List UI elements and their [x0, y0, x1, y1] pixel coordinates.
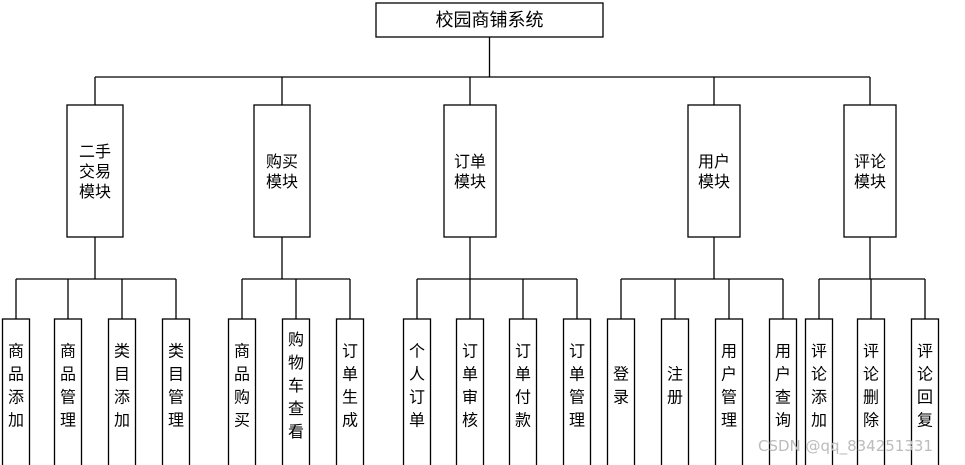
leaf-box — [53, 318, 83, 465]
leaf-label: 评论删除 — [863, 342, 879, 430]
watermark-text: CSDN @qq_834251331 — [758, 437, 933, 455]
module-label-line: 购买 — [266, 152, 298, 171]
leaf-box — [804, 318, 834, 465]
module-label-line: 模块 — [454, 172, 486, 191]
leaf-label: 订单付款 — [515, 342, 531, 430]
module-label-line: 模块 — [854, 172, 886, 191]
leaf-label: 用户查询 — [775, 342, 791, 430]
leaf-box — [107, 318, 137, 465]
leaf-box — [714, 318, 744, 465]
leaf-label: 购物车查看 — [288, 330, 304, 441]
leaf-box — [508, 318, 538, 465]
module-label-line: 交易 — [79, 162, 111, 181]
module-box-2 — [253, 104, 311, 238]
leaf-label: 订单管理 — [569, 342, 585, 430]
leaf-box — [606, 318, 636, 465]
module-label-line: 二手 — [79, 142, 111, 161]
leaf-label: 商品添加 — [8, 342, 24, 430]
leaf-box — [227, 318, 257, 465]
leaf-box — [856, 318, 886, 465]
leaf-label: 评论回复 — [917, 342, 933, 430]
module-box-4 — [687, 104, 741, 238]
leaf-label: 评论添加 — [811, 342, 827, 430]
leaf-label: 个人订单 — [409, 342, 425, 430]
leaf-label: 商品管理 — [60, 342, 76, 430]
leaf-box — [455, 318, 485, 465]
module-box-5 — [843, 104, 897, 238]
root-node-box — [375, 2, 604, 38]
leaf-label: 用户管理 — [721, 342, 737, 430]
leaf-box — [1, 318, 31, 465]
module-box-1 — [66, 104, 124, 238]
module-label-line: 用户 — [698, 152, 730, 171]
module-label-line: 评论 — [854, 152, 886, 171]
leaf-box — [768, 318, 798, 465]
leaf-label: 订单审核 — [462, 342, 478, 430]
module-label-line: 模块 — [79, 182, 111, 201]
leaf-box — [335, 318, 365, 465]
leaf-box — [161, 318, 191, 465]
module-label-line: 订单 — [454, 152, 486, 171]
leaf-box — [402, 318, 432, 465]
module-box-3 — [443, 104, 497, 238]
leaf-label: 类目管理 — [168, 342, 184, 430]
leaf-label: 商品购买 — [234, 342, 250, 430]
leaf-label: 注册 — [667, 365, 683, 407]
diagram-nodes: 校园商铺系统二手交易模块商品添加商品管理类目添加类目管理购买模块商品购买购物车查… — [1, 2, 940, 465]
leaf-label: 类目添加 — [114, 342, 130, 430]
leaf-box — [910, 318, 940, 465]
leaf-box — [660, 318, 690, 465]
module-label-line: 模块 — [698, 172, 730, 191]
leaf-label: 登录 — [613, 365, 629, 407]
connector-lines — [15, 37, 926, 319]
root-node-label: 校园商铺系统 — [436, 10, 544, 31]
module-label-line: 模块 — [266, 172, 298, 191]
leaf-box — [562, 318, 592, 465]
leaf-box — [281, 318, 311, 465]
leaf-label: 订单生成 — [342, 342, 358, 430]
